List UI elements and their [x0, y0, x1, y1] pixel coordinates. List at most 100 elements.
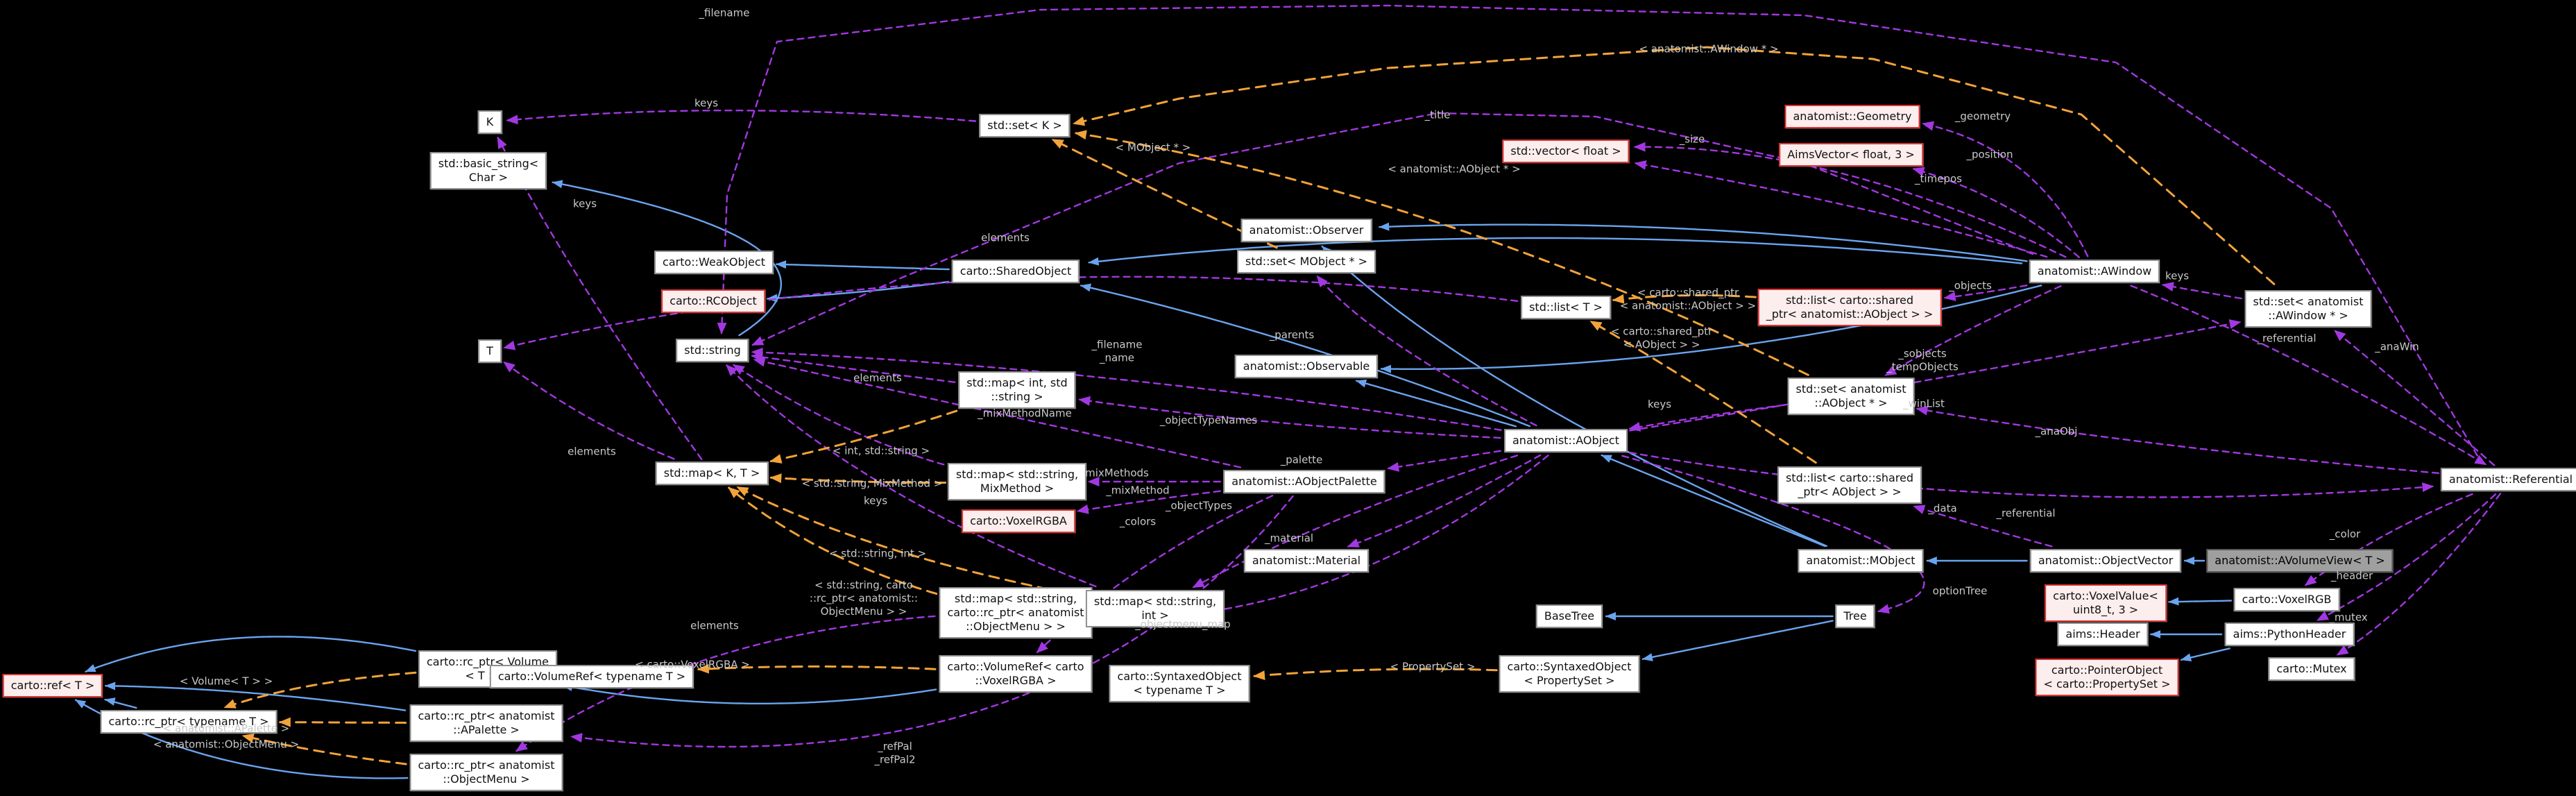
edge-mapKT-to-T — [503, 361, 675, 460]
class-node-refT[interactable]: carto::ref< T > — [2, 674, 103, 697]
class-node-sharedobj[interactable]: carto::SharedObject — [951, 260, 1080, 283]
edge-rcptrPal-to-refT — [105, 681, 407, 711]
edge-awindow-to-vecfloat — [1634, 160, 2048, 258]
edge-rcptrT-to-refT — [104, 697, 137, 709]
edge-mapStrInt-to-stdstring — [725, 364, 1097, 588]
edge-awindow-to-observer — [1379, 222, 2028, 262]
class-node-aimsheader[interactable]: aims::Header — [2057, 623, 2149, 646]
edge-awindow-to-aimsvec — [1912, 167, 2080, 258]
edge-rcptrMenu-to-rcptrT — [241, 734, 407, 765]
edge-aobject-to-material — [1347, 454, 1542, 548]
edge-volrefRGBA-to-rcptrVol — [561, 683, 937, 704]
class-node-voxelrgba[interactable]: carto::VoxelRGBA — [962, 509, 1075, 533]
class-node-geometry[interactable]: anatomist::Geometry — [1784, 105, 1920, 128]
edge-mapStrMenu-to-mapKT — [728, 486, 938, 595]
edge-tree-to-synPS — [1641, 620, 1834, 661]
edge-rcptrPal-to-rcptrT — [278, 717, 407, 727]
class-node-avolview[interactable]: anatomist::AVolumeView< T > — [2206, 549, 2394, 573]
class-node-vecfloat[interactable]: std::vector< float > — [1502, 139, 1630, 163]
class-node-rcobj[interactable]: carto::RCObject — [661, 289, 765, 313]
class-node-awindow[interactable]: anatomist::AWindow — [2029, 260, 2160, 283]
class-node-setAObj[interactable]: std::set< anatomist ::AObject * > — [1787, 378, 1915, 415]
class-node-setMObj[interactable]: std::set< MObject * > — [1237, 250, 1376, 273]
class-node-observer[interactable]: anatomist::Observer — [1240, 219, 1372, 242]
class-node-listShAObj[interactable]: std::list< carto::shared _ptr< anatomist… — [1757, 289, 1942, 326]
class-node-pointerobj[interactable]: carto::PointerObject < carto::PropertySe… — [2035, 659, 2179, 696]
edge-palette-to-voxelrgba — [1076, 490, 1221, 514]
edge-awindow-to-referential — [2130, 285, 2487, 466]
class-node-mutex[interactable]: carto::Mutex — [2268, 657, 2355, 681]
edge-setAObj-to-aobject — [1628, 404, 1786, 432]
class-node-basicstring[interactable]: std::basic_string< Char > — [429, 152, 547, 189]
class-node-setK[interactable]: std::set< K > — [979, 114, 1071, 137]
class-node-aobject[interactable]: anatomist::AObject — [1503, 429, 1628, 452]
class-node-weakobj[interactable]: carto::WeakObject — [654, 251, 774, 274]
class-node-stdstring[interactable]: std::string — [676, 339, 749, 362]
class-node-observable[interactable]: anatomist::Observable — [1234, 355, 1379, 378]
class-node-tree[interactable]: Tree — [1835, 604, 1875, 628]
edge-referential-to-stdstring — [717, 4, 2478, 457]
edge-setK-to-K — [506, 110, 977, 125]
class-node-mobject[interactable]: anatomist::MObject — [1798, 549, 1924, 573]
class-node-aimsvec[interactable]: AimsVector< float, 3 > — [1779, 143, 1923, 167]
class-node-volrefRGBA[interactable]: carto::VolumeRef< carto ::VoxelRGBA > — [939, 655, 1093, 693]
edge-palette-to-rcptrPal — [570, 495, 1294, 748]
edge-setAWin-to-setK — [1073, 46, 2276, 285]
class-node-synT[interactable]: carto::SyntaxedObject < typename T > — [1109, 665, 1250, 702]
edge-setAWin-to-awindow — [2161, 282, 2242, 300]
class-node-synPS[interactable]: carto::SyntaxedObject < PropertySet > — [1499, 655, 1640, 693]
class-node-rcptrPal[interactable]: carto::rc_ptr< anatomist ::APalette > — [409, 704, 563, 742]
edge-awindow-to-vecfloat — [1633, 142, 2067, 258]
edge-aobject-to-stdstring — [751, 347, 1502, 431]
edge-rcptrVol-to-refT — [85, 636, 417, 672]
edge-referential-to-pythonheader — [2316, 493, 2497, 621]
edge-awindow-to-sharedobj — [1088, 237, 2023, 266]
class-node-listT[interactable]: std::list< T > — [1521, 296, 1611, 319]
edge-mapIntStr-to-mapKT — [769, 409, 958, 464]
edge-aobject-to-palette — [1387, 450, 1501, 472]
class-node-referential[interactable]: anatomist::Referential — [2440, 468, 2576, 491]
edge-aobject-to-sharedobj — [1080, 283, 1530, 427]
edge-mapStrMenu-to-rcptrMenu — [515, 615, 936, 752]
edge-mobject-to-observer — [1321, 245, 1827, 547]
edge-referential-to-mutex — [2336, 493, 2502, 656]
edge-pythonheader-to-pointerobj — [2180, 647, 2230, 662]
class-node-rcptrMenu[interactable]: carto::rc_ptr< anatomist ::ObjectMenu > — [409, 754, 563, 791]
edge-aobject-to-referential — [1629, 451, 2434, 498]
edge-sharedobj-to-weakobj — [775, 260, 950, 271]
class-node-rcptrT[interactable]: carto::rc_ptr< typename T > — [100, 710, 278, 734]
edge-awindow-to-setAObj — [1884, 285, 2062, 376]
edge-aobject-to-setAWin — [1629, 319, 2242, 432]
edge-rcptrVol-to-rcptrT — [223, 671, 417, 709]
edge-volrefRGBA-to-volrefT — [697, 663, 937, 674]
class-node-K[interactable]: K — [477, 110, 502, 134]
class-node-voxelvalue[interactable]: carto::VoxelValue< uint8_t, 3 > — [2045, 584, 2167, 622]
edge-awindow-to-geometry — [1921, 121, 2089, 257]
class-node-pythonheader[interactable]: aims::PythonHeader — [2224, 623, 2355, 646]
class-node-mapKT[interactable]: std::map< K, T > — [655, 461, 769, 485]
class-node-listShA[interactable]: std::list< carto::shared _ptr< AObject >… — [1777, 466, 1922, 504]
class-node-mapIntStr[interactable]: std::map< int, std ::string > — [958, 371, 1076, 409]
edge-mapStrMix-to-mapKT — [769, 473, 947, 484]
class-node-palette[interactable]: anatomist::AObjectPalette — [1223, 470, 1385, 493]
class-node-setAWin[interactable]: std::set< anatomist ::AWindow * > — [2244, 290, 2372, 328]
class-node-volrefT[interactable]: carto::VolumeRef< typename T > — [489, 665, 694, 688]
class-node-objvec[interactable]: anatomist::ObjectVector — [2029, 549, 2182, 573]
edge-listShAObj-to-listT — [1612, 294, 1757, 304]
class-node-mapStrMix[interactable]: std::map< std::string, MixMethod > — [947, 463, 1087, 500]
edge-voxelrgb-to-voxelvalue — [2168, 597, 2232, 606]
class-node-mapStrMenu[interactable]: std::map< std::string, carto::rc_ptr< an… — [939, 587, 1093, 638]
edge-mobject-to-aobject — [1601, 454, 1826, 548]
class-node-basetree[interactable]: BaseTree — [1535, 604, 1603, 628]
edge-listT-to-T — [503, 276, 1519, 350]
edge-mapStrMix-to-stdstring — [732, 364, 945, 466]
edge-palette-to-stdstring — [753, 357, 1242, 468]
edge-aobject-to-mapIntStr — [1078, 396, 1501, 439]
class-node-mapStrInt[interactable]: std::map< std::string, int > — [1085, 590, 1225, 627]
class-node-material[interactable]: anatomist::Material — [1243, 549, 1370, 573]
edge-awindow-to-listShAObj — [1943, 285, 2028, 301]
class-node-voxelrgb[interactable]: carto::VoxelRGB — [2233, 588, 2340, 611]
class-node-T[interactable]: T — [478, 339, 502, 363]
